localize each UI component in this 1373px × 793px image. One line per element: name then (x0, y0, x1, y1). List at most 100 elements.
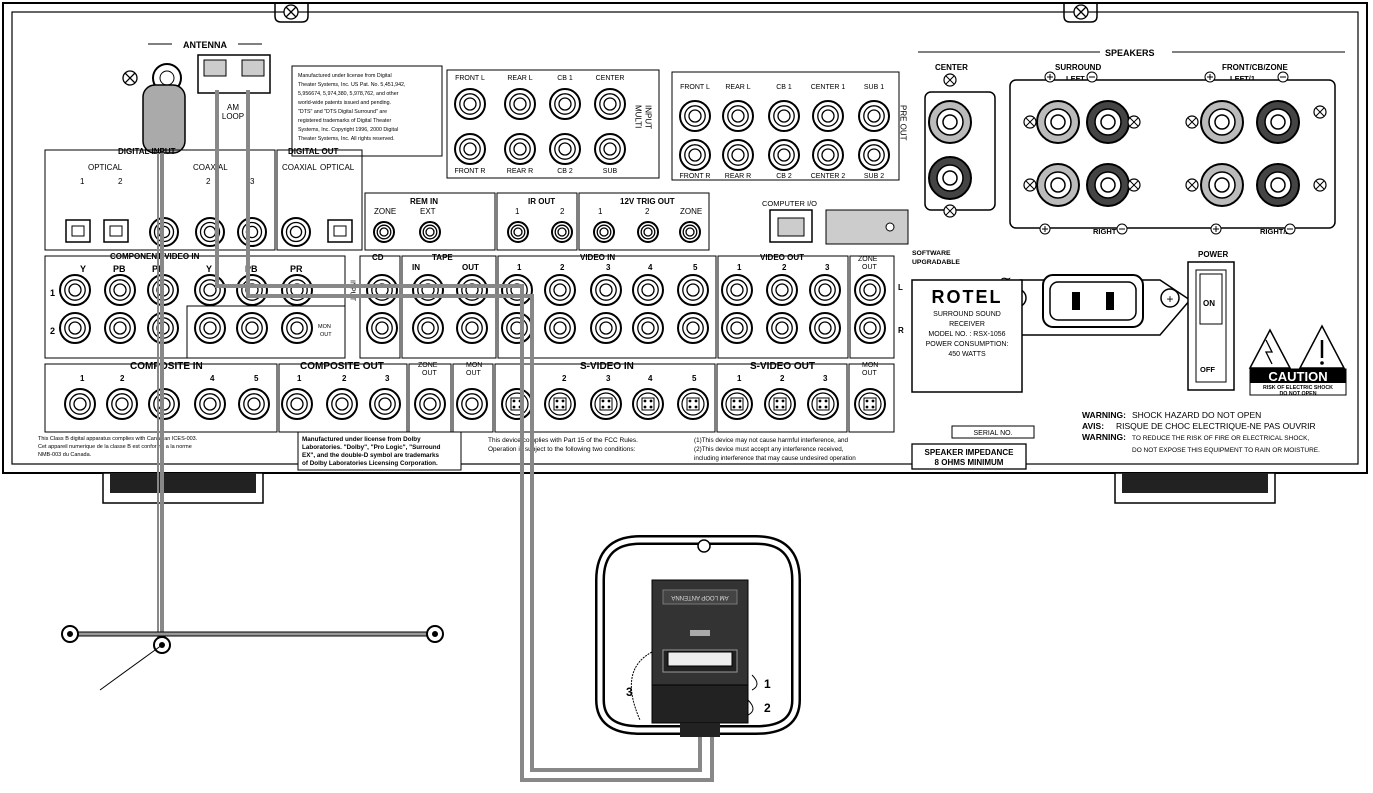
svg-text:1: 1 (50, 288, 55, 298)
rca-jack-icon (679, 100, 711, 132)
pre-out-label: PRE OUT (899, 105, 908, 141)
svg-text:AM: AM (227, 103, 239, 112)
rca-jack-icon (369, 388, 401, 420)
svg-text:TO REDUCE THE RISK OF FIRE OR: TO REDUCE THE RISK OF FIRE OR ELECTRICAL… (1132, 435, 1309, 442)
screw-icon (1023, 115, 1037, 129)
svg-text:CENTER: CENTER (596, 75, 625, 82)
svg-text:3: 3 (250, 177, 255, 186)
speaker-terminal-icon (1036, 100, 1080, 144)
screw-icon (1073, 4, 1089, 20)
rca-jack-icon (59, 274, 91, 306)
rca-jack-icon (238, 388, 270, 420)
svg-text:SPEAKER IMPEDANCE: SPEAKER IMPEDANCE (925, 448, 1015, 457)
speaker-impedance-box: SPEAKER IMPEDANCE 8 OHMS MINIMUM (911, 443, 1027, 470)
svideo-jack-icon (632, 388, 664, 420)
svideo-jacks (501, 388, 886, 420)
svg-text:12V TRIG OUT: 12V TRIG OUT (620, 197, 675, 206)
svg-text:POWER CONSUMPTION:: POWER CONSUMPTION: (926, 341, 1009, 348)
rca-jack-icon (768, 139, 800, 171)
power-switch[interactable]: POWER ON OFF (1187, 250, 1235, 391)
rca-jack-icon (366, 312, 398, 344)
optical-jack-icon (65, 219, 91, 243)
svg-text:REM IN: REM IN (410, 197, 438, 206)
svg-text:2: 2 (782, 263, 787, 272)
rca-jack-icon (594, 133, 626, 165)
svg-text:+: + (1166, 292, 1173, 306)
svg-text:1: 1 (737, 374, 742, 383)
computer-io-section: COMPUTER I/O SOFTWARE UPGRADABLE (762, 199, 960, 266)
rca-jack-icon (637, 221, 659, 243)
svg-text:POWER: POWER (1198, 250, 1228, 259)
rca-jack-icon (194, 388, 226, 420)
svg-text:FRONT R: FRONT R (455, 168, 486, 175)
rca-jack-icon (593, 221, 615, 243)
input-label: INPUT (644, 105, 653, 129)
svg-text:2: 2 (206, 177, 211, 186)
warning-text: WARNING: SHOCK HAZARD DO NOT OPEN AVIS: … (1082, 410, 1320, 454)
svg-text:world-wide patents issued and: world-wide patents issued and pending. (298, 100, 391, 106)
svg-text:"DTS" and "DTS Digital Surroun: "DTS" and "DTS Digital Surround" are (298, 109, 387, 115)
multi-label: MULTI (634, 105, 643, 128)
serial-number-box: SERIAL NO. (951, 425, 1035, 439)
rca-jack-icon (679, 221, 701, 243)
svg-text:ZONE: ZONE (858, 256, 878, 263)
step-2-label: 2 (764, 701, 771, 715)
svg-text:SHOCK HAZARD DO NOT OPEN: SHOCK HAZARD DO NOT OPEN (1132, 410, 1261, 420)
rca-jack-icon (456, 274, 488, 306)
rca-jack-icon (721, 312, 753, 344)
svg-text:OUT: OUT (862, 264, 878, 271)
rca-jack-icon (504, 133, 536, 165)
screw-icon (1313, 178, 1327, 192)
screw-icon (1185, 178, 1199, 192)
svg-text:5: 5 (693, 263, 698, 272)
step-3-label: 3 (626, 685, 633, 699)
rca-jack-icon (632, 274, 664, 306)
svg-text:COMPONENT VIDEO IN: COMPONENT VIDEO IN (110, 252, 200, 261)
svg-text:including interference that ma: including interference that may cause un… (694, 455, 856, 462)
svg-text:CENTER 1: CENTER 1 (811, 84, 846, 91)
svg-text:OUT: OUT (466, 370, 482, 377)
svg-text:PR: PR (290, 264, 303, 274)
rca-jack-icon (551, 221, 573, 243)
rca-jack-icon (419, 221, 441, 243)
rca-jack-icon (809, 274, 841, 306)
rca-jack-icon (106, 388, 138, 420)
svg-text:LEFT: LEFT (1066, 74, 1085, 83)
rca-jack-icon (281, 312, 313, 344)
svg-text:(2)This device must accept any: (2)This device must accept any interfere… (694, 446, 844, 453)
rca-jack-icon (544, 312, 576, 344)
svg-text:SUB 1: SUB 1 (864, 84, 884, 91)
rca-jack-icon (236, 274, 268, 306)
speakers-section: SPEAKERS CENTER SURROUND FRONT/CB/ZONE L… (918, 48, 1345, 286)
rca-jacks (59, 88, 890, 420)
svg-text:LOOP: LOOP (222, 112, 244, 121)
rca-jack-icon (722, 139, 754, 171)
ac-tilde-icon: ∼ (1000, 270, 1012, 286)
svg-text:2: 2 (342, 374, 347, 383)
svg-text:REAR R: REAR R (725, 173, 751, 180)
svg-text:OPTICAL: OPTICAL (88, 163, 123, 172)
svg-text:FRONT L: FRONT L (455, 75, 485, 82)
rca-jack-icon (456, 388, 488, 420)
rca-jack-icon (632, 312, 664, 344)
minus-icon (1284, 223, 1296, 235)
svg-text:2: 2 (50, 326, 55, 336)
svg-text:LEFT/1: LEFT/1 (1230, 74, 1255, 83)
composite-svideo-section: COMPOSITE IN 1 2 4 5 COMPOSITE OUT 1 2 3… (44, 361, 895, 433)
rca-jack-icon (677, 312, 709, 344)
svg-text:SOFTWARE: SOFTWARE (912, 250, 951, 257)
svideo-jack-icon (721, 388, 753, 420)
svg-text:PB: PB (113, 264, 126, 274)
rca-jack-icon (104, 274, 136, 306)
svg-text:IR OUT: IR OUT (528, 197, 555, 206)
speaker-terminal-icon (1256, 163, 1300, 207)
svg-text:RIGHT/2: RIGHT/2 (1260, 227, 1290, 236)
svg-text:3: 3 (606, 374, 611, 383)
svg-text:SUB 2: SUB 2 (864, 173, 884, 180)
svg-text:2: 2 (560, 207, 565, 216)
rca-jack-icon (854, 312, 886, 344)
screw-icon (1023, 178, 1037, 192)
svg-text:UPGRADABLE: UPGRADABLE (912, 259, 960, 266)
speaker-terminal-icon (1086, 100, 1130, 144)
svg-text:OUT: OUT (462, 263, 479, 272)
